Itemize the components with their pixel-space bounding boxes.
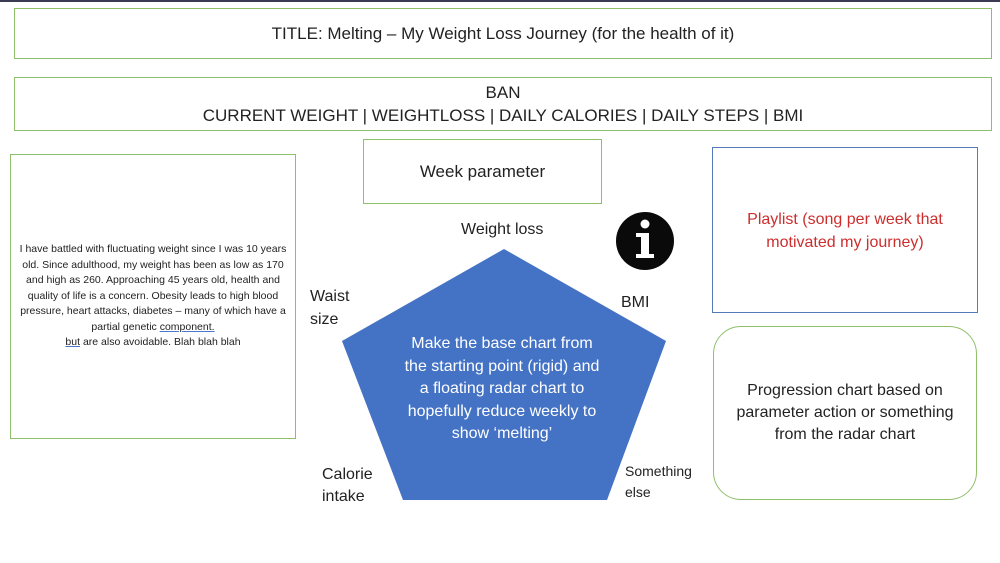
top-border xyxy=(0,0,1000,2)
playlist-text: Playlist (song per week that motivated m… xyxy=(747,211,943,251)
radar-axis-weight-loss: Weight loss xyxy=(461,221,544,238)
radar-center-text: Make the base chart from the starting po… xyxy=(404,335,600,442)
progression-chart-box[interactable]: Progression chart based on parameter act… xyxy=(713,326,977,500)
radar-axis-bmi: BMI xyxy=(621,294,650,311)
radar-axis-calorie-intake-1: Calorie xyxy=(322,466,373,483)
bio-text-main: I have battled with fluctuating weight s… xyxy=(19,243,287,333)
radar-axis-calorie-intake-2: intake xyxy=(322,488,365,505)
bio-text-underlined-component: component. xyxy=(159,320,215,333)
week-parameter-label: Week parameter xyxy=(419,161,546,181)
bio-text-tail: are also avoidable. Blah blah blah xyxy=(80,336,241,349)
progression-text: Progression chart based on parameter act… xyxy=(736,382,954,443)
bio-paragraph: I have battled with fluctuating weight s… xyxy=(19,242,287,351)
ban-heading: BAN xyxy=(485,83,521,102)
radar-pentagon xyxy=(342,249,666,500)
bio-text-box: I have battled with fluctuating weight s… xyxy=(10,154,296,439)
radar-axis-something-else-2: else xyxy=(625,484,651,500)
radar-axis-something-else-1: Something xyxy=(625,463,692,479)
ban-box: BAN CURRENT WEIGHT | WEIGHTLOSS | DAILY … xyxy=(14,77,992,131)
title-box: TITLE: Melting – My Weight Loss Journey … xyxy=(14,8,992,59)
playlist-box[interactable]: Playlist (song per week that motivated m… xyxy=(712,147,978,313)
bio-text-underlined-but: but xyxy=(65,336,81,349)
radar-axis-waist-size-1: Waist xyxy=(310,288,350,305)
info-icon[interactable] xyxy=(616,212,674,270)
radar-axis-waist-size-2: size xyxy=(310,311,339,328)
page-title: TITLE: Melting – My Weight Loss Journey … xyxy=(271,23,735,43)
ban-metrics: CURRENT WEIGHT | WEIGHTLOSS | DAILY CALO… xyxy=(202,106,804,125)
week-parameter-box[interactable]: Week parameter xyxy=(363,139,602,204)
